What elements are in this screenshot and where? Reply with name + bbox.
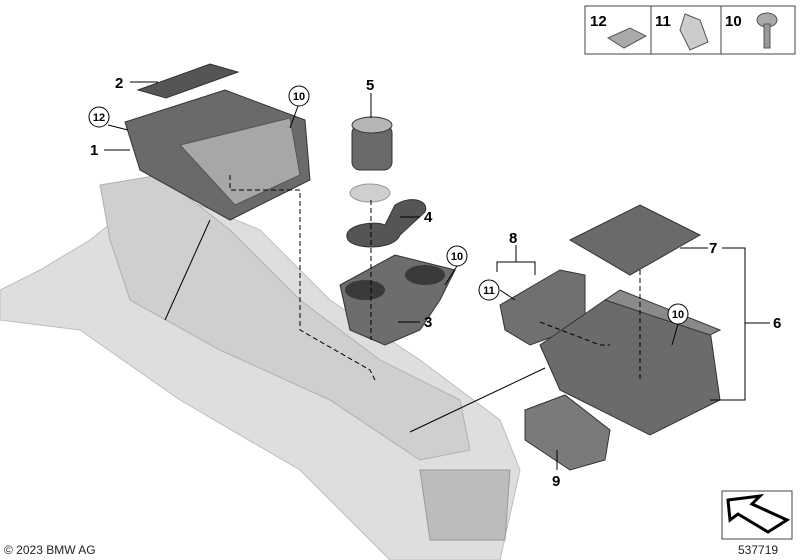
copyright: © 2023 BMW AG <box>4 543 96 557</box>
label-part-7: 7 <box>709 240 717 257</box>
part-4-mat[interactable] <box>346 199 427 248</box>
circled-label-10-box: 10 <box>667 303 689 325</box>
leader-lines <box>104 81 770 470</box>
svg-text:10: 10 <box>293 91 305 103</box>
part-9-frame[interactable] <box>524 394 611 471</box>
label-part-6: 6 <box>773 315 781 332</box>
circled-label-11: 11 <box>478 279 500 301</box>
label-part-3: 3 <box>424 314 432 331</box>
part-7-mat[interactable] <box>568 204 702 276</box>
label-part-8: 8 <box>509 230 517 247</box>
svg-text:10: 10 <box>672 309 684 321</box>
legend-number-11: 11 <box>655 13 671 30</box>
fastener-legend: 12 11 10 <box>584 5 796 55</box>
legend-number-10: 10 <box>725 13 742 30</box>
orientation-icon <box>721 490 793 540</box>
svg-text:12: 12 <box>93 112 105 124</box>
part-1-tray[interactable] <box>124 89 311 221</box>
center-console-illustration <box>0 174 521 560</box>
svg-text:11: 11 <box>483 285 495 297</box>
label-part-2: 2 <box>115 75 123 92</box>
screw-icon <box>756 12 778 49</box>
label-part-9: 9 <box>552 473 560 490</box>
part-2-cover[interactable] <box>136 63 240 99</box>
part-3-cupholder[interactable] <box>339 254 456 346</box>
clip-nut-icon <box>606 27 648 49</box>
svg-text:10: 10 <box>451 251 463 263</box>
circled-label-10-tray: 10 <box>288 85 310 107</box>
spring-clip-icon <box>679 13 709 51</box>
circled-label-10-cupholder: 10 <box>446 245 468 267</box>
legend-number-12: 12 <box>590 13 607 30</box>
circled-label-12: 12 <box>88 106 110 128</box>
label-part-4: 4 <box>424 209 433 226</box>
part-5-cup-insert[interactable] <box>349 116 393 203</box>
label-part-1: 1 <box>90 142 98 159</box>
label-part-5: 5 <box>366 77 374 94</box>
diagram-number: 537719 <box>738 543 778 557</box>
